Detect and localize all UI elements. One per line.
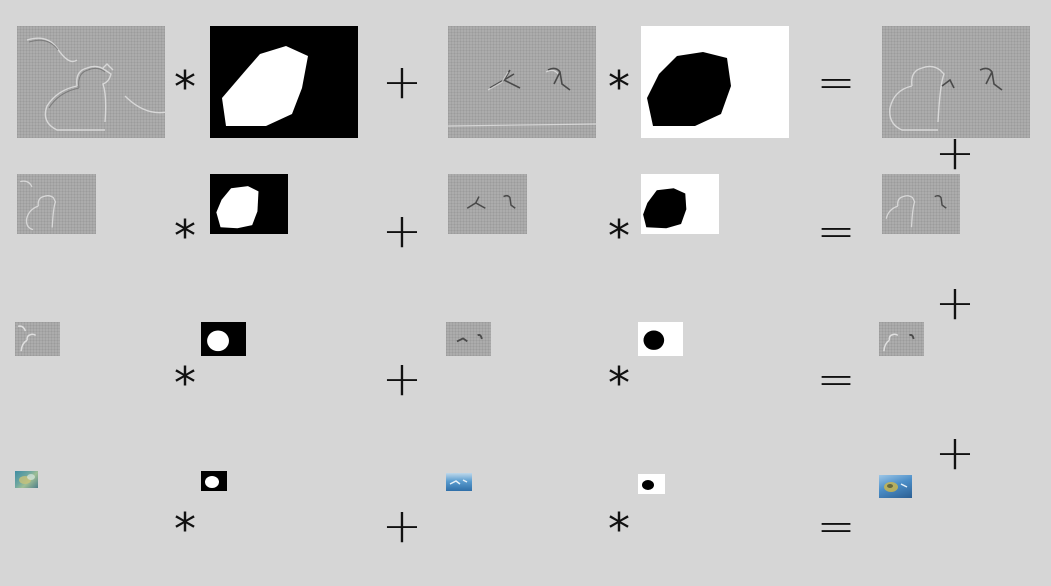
blob-mask-icon (222, 46, 308, 126)
plus-operator: + (381, 351, 423, 407)
blob-mask-icon (647, 52, 731, 126)
blended-edges-icon (889, 65, 1003, 131)
bear-edges-icon (17, 325, 37, 352)
birds-mask-level-3 (638, 474, 665, 494)
blended-edges-icon (885, 195, 947, 228)
bear-mask-level-3 (201, 471, 227, 491)
birds-edges-icon (456, 334, 483, 343)
multiply-operator: * (174, 504, 196, 555)
plus-operator: + (934, 425, 976, 481)
plus-operator: + (381, 498, 423, 554)
blended-gaussian-level-3 (879, 475, 912, 498)
bear-color-icon (19, 474, 35, 484)
blob-mask-icon (207, 330, 229, 352)
blended-laplacian-level-0 (882, 26, 1030, 138)
birds-laplacian-level-0 (448, 26, 596, 138)
birds-gaussian-level-3 (446, 473, 472, 491)
multiply-operator: * (174, 211, 196, 262)
bear-edges-icon (26, 37, 165, 131)
plus-operator: + (934, 125, 976, 181)
bear-mask-level-0 (210, 26, 358, 138)
birds-mask-level-2 (638, 322, 683, 356)
multiply-operator: * (608, 62, 630, 113)
bear-edges-icon (20, 180, 57, 231)
equals-operator: = (816, 352, 856, 406)
birds-laplacian-level-2 (446, 322, 491, 356)
multiply-operator: * (174, 358, 196, 409)
blob-mask-icon (216, 186, 259, 229)
bear-mask-level-2 (201, 322, 246, 356)
bear-laplacian-level-0 (17, 26, 165, 138)
equals-operator: = (816, 204, 856, 258)
blended-laplacian-level-1 (882, 174, 960, 234)
bear-mask-level-1 (210, 174, 288, 234)
multiply-operator: * (174, 62, 196, 113)
birds-mask-level-1 (641, 174, 719, 234)
multiply-operator: * (608, 211, 630, 262)
bear-gaussian-level-3 (15, 471, 38, 488)
blob-mask-icon (205, 476, 219, 488)
equals-operator: = (816, 499, 856, 553)
bear-laplacian-level-1 (17, 174, 96, 234)
birds-edges-icon (448, 67, 596, 127)
blob-mask-icon (643, 330, 665, 350)
blob-mask-icon (643, 188, 687, 229)
birds-edges-icon (466, 194, 516, 209)
multiply-operator: * (608, 358, 630, 409)
plus-operator: + (381, 203, 423, 259)
bear-laplacian-level-2 (15, 322, 60, 356)
birds-mask-level-0 (641, 26, 789, 138)
plus-operator: + (381, 54, 423, 110)
blob-mask-icon (642, 480, 654, 490)
birds-color-icon (449, 479, 468, 485)
blended-edges-icon (883, 333, 915, 352)
blended-laplacian-level-2 (879, 322, 924, 356)
equals-operator: = (816, 55, 856, 109)
blended-color-icon (884, 482, 908, 492)
multiply-operator: * (608, 504, 630, 555)
plus-operator: + (934, 275, 976, 331)
birds-laplacian-level-1 (448, 174, 527, 234)
